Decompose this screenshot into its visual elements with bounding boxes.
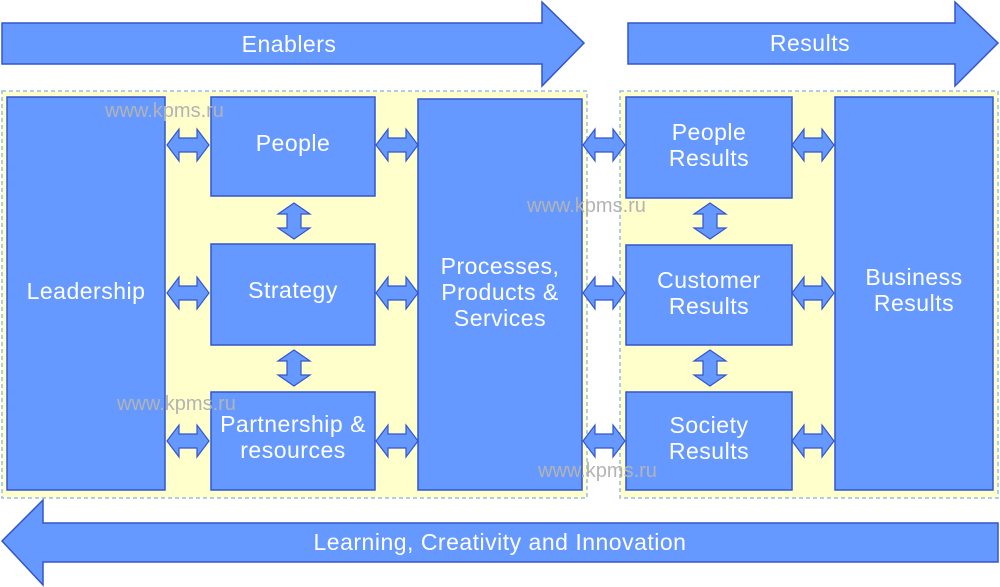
learning-arrow: Learning, Creativity and Innovation [0, 498, 999, 587]
customer-results-box: Customer Results [625, 244, 793, 346]
leadership-label: Leadership [27, 278, 146, 304]
business-results-box: Business Results [834, 96, 994, 491]
strategy-box: Strategy [210, 243, 376, 346]
watermark: www.kpms.ru [104, 100, 224, 122]
processes-label-line2: Products & [441, 279, 559, 305]
double-arrow-icon [582, 424, 626, 458]
customer-results-label-line1: Customer [657, 267, 761, 293]
people-results-label-line1: People [672, 119, 747, 145]
people-label: People [256, 130, 331, 156]
strategy-label: Strategy [248, 277, 338, 303]
customer-results-label-line2: Results [669, 293, 749, 319]
partnership-label-line2: resources [240, 437, 345, 463]
enablers-label: Enablers [242, 31, 337, 57]
partnership-label-line1: Partnership & [220, 411, 366, 437]
society-results-label-line1: Society [670, 412, 749, 438]
processes-label-line1: Processes, [441, 253, 560, 279]
people-results-box: People Results [625, 96, 793, 199]
results-label: Results [770, 30, 850, 56]
double-arrow-icon [582, 128, 626, 162]
watermark: www.kpms.ru [116, 393, 236, 415]
results-arrow: Results [627, 0, 1000, 88]
enablers-arrow: Enablers [1, 0, 586, 88]
partnership-box: Partnership & resources [210, 391, 376, 491]
people-results-label-line2: Results [669, 145, 749, 171]
society-results-label-line2: Results [669, 438, 749, 464]
processes-label-line3: Services [454, 305, 546, 331]
double-arrow-icon [582, 276, 626, 310]
business-results-label-line2: Results [874, 290, 954, 316]
society-results-box: Society Results [625, 391, 793, 491]
processes-box: Processes, Products & Services [417, 98, 583, 491]
watermark: www.kpms.ru [537, 460, 657, 482]
leadership-box: Leadership [6, 96, 166, 491]
people-box: People [210, 96, 376, 197]
watermark: www.kpms.ru [526, 195, 646, 217]
business-results-label-line1: Business [865, 264, 962, 290]
learning-label: Learning, Creativity and Innovation [314, 529, 687, 555]
